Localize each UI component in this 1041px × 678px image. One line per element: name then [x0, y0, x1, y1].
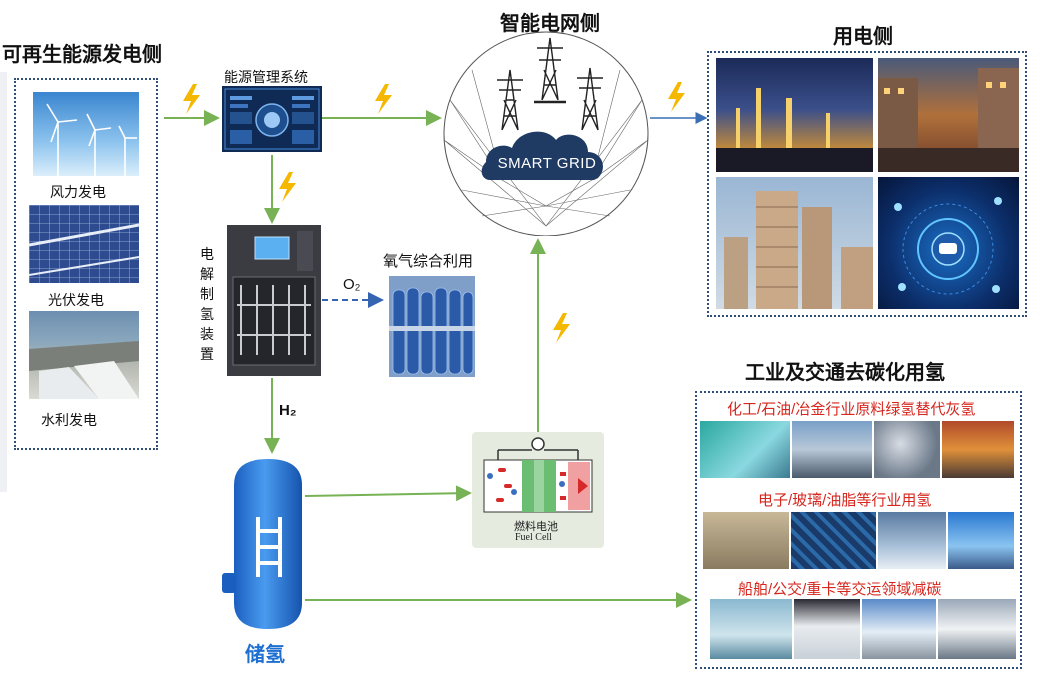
industrial-night-image — [716, 58, 873, 172]
renewable-frame — [14, 78, 158, 450]
circuit-board-image — [791, 512, 876, 569]
storage-label: 储氢 — [245, 644, 285, 666]
industry-row2-label: 电子/玻璃/油脂等行业用氢 — [758, 492, 932, 509]
oxygen-title: 氧气综合利用 — [383, 253, 474, 270]
chemical-plant-image — [700, 421, 790, 478]
glass-factory-image — [878, 512, 946, 569]
solar-label: 光伏发电 — [48, 292, 104, 308]
city-street-image — [878, 58, 1019, 172]
cloud-icon — [481, 131, 603, 180]
smart-grid-label: SMART GRID — [497, 155, 597, 172]
industry-title: 工业及交通去碳化用氢 — [745, 362, 945, 384]
residential-building-image — [716, 177, 873, 309]
renewable-title: 可再生能源发电侧 — [2, 44, 162, 66]
wind-turbine-image — [33, 92, 139, 176]
bus-image — [794, 599, 860, 659]
smart-grid-globe — [443, 31, 649, 236]
consumer-frame — [707, 51, 1027, 317]
industry-frame — [695, 391, 1022, 669]
o2-label: O₂ — [343, 276, 361, 293]
electrolyzer-label: 电解制氢装置 — [200, 246, 214, 362]
fuelcell-en-label: Fuel Cell — [515, 532, 552, 543]
oil-refinery-image — [792, 421, 872, 478]
bolt-icon — [183, 84, 200, 114]
arrow-storage-to-fuelcell — [304, 485, 472, 502]
hydrogen-tank-icon — [222, 459, 302, 629]
wind-solar-field-image — [948, 512, 1014, 569]
truck-image — [938, 599, 1016, 659]
bolt-icon — [553, 313, 570, 343]
industry-row3-label: 船舶/公交/重卡等交运领域减碳 — [738, 581, 942, 598]
consumer-title: 用电侧 — [833, 26, 893, 48]
oil-plant-image — [703, 512, 789, 569]
ems-dashboard-image — [222, 86, 322, 152]
fuel-cell-icon — [483, 437, 593, 513]
steel-mill-image — [942, 421, 1014, 478]
industry-row1-label: 化工/石油/冶金行业原料绿氢替代灰氢 — [727, 401, 976, 418]
hydro-dam-image — [29, 311, 139, 399]
metal-ore-image — [874, 421, 940, 478]
hydro-label: 水利发电 — [41, 412, 97, 428]
grid-title: 智能电网侧 — [500, 13, 600, 35]
oxygen-cylinders-image — [389, 276, 475, 377]
bolt-icon — [375, 84, 392, 114]
hydrogen-car-image — [862, 599, 936, 659]
bolt-icon — [668, 82, 685, 112]
h2-label: H₂ — [279, 402, 297, 419]
wind-label: 风力发电 — [50, 184, 106, 200]
ship-image — [710, 599, 792, 659]
left-edge-strip — [0, 72, 7, 492]
fuelcell-cn-label: 燃料电池 — [514, 521, 558, 533]
bolt-icon — [279, 172, 296, 202]
solar-panel-image — [29, 205, 139, 283]
ems-title: 能源管理系统 — [224, 69, 308, 85]
smart-traffic-image — [878, 177, 1019, 309]
electrolyzer-image — [227, 225, 321, 376]
power-tower-icon — [497, 37, 603, 131]
